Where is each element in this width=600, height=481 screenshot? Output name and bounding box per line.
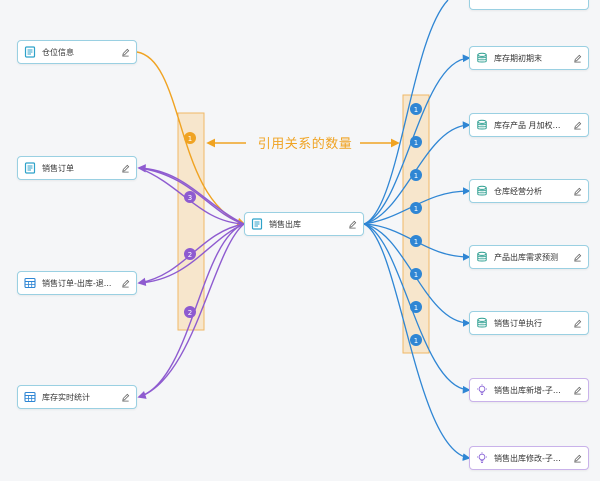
bulb-icon (475, 452, 488, 465)
node-left-0[interactable]: 仓位信息 (17, 40, 137, 64)
document-icon (250, 218, 263, 231)
count-badge-right-2: 1 (410, 169, 422, 181)
node-right-5[interactable]: 销售出库新增-子拆... (469, 378, 589, 402)
node-label: 销售出库新增-子拆... (494, 385, 568, 395)
database-icon (475, 52, 488, 65)
database-icon (475, 251, 488, 264)
node-label: 销售出库 (269, 219, 301, 229)
count-badge-right-top: 1 (410, 103, 422, 115)
svg-text:2: 2 (188, 309, 192, 317)
svg-text:1: 1 (414, 337, 418, 345)
edit-icon[interactable] (572, 53, 582, 63)
svg-text:1: 1 (414, 205, 418, 213)
node-label: 库存产品 月加权成... (494, 120, 568, 130)
database-icon (475, 185, 488, 198)
node-label: 库存实时统计 (42, 392, 90, 402)
node-label: 仓位信息 (42, 47, 74, 57)
edit-icon[interactable] (120, 47, 130, 57)
svg-text:1: 1 (414, 139, 418, 147)
edit-icon[interactable] (572, 385, 582, 395)
database-icon (475, 317, 488, 330)
count-badge-left-4: 2 (184, 306, 196, 318)
node-right-1[interactable]: 库存产品 月加权成... (469, 113, 589, 137)
count-badge-right-5: 1 (410, 268, 422, 280)
edit-icon[interactable] (572, 186, 582, 196)
node-label: 销售订单执行 (494, 318, 542, 328)
node-label: 销售订单 (42, 163, 74, 173)
table-icon (23, 391, 36, 404)
count-badge-left-1: 1 (184, 132, 196, 144)
document-icon (23, 46, 36, 59)
svg-text:1: 1 (414, 271, 418, 279)
svg-text:1: 1 (414, 304, 418, 312)
edit-icon[interactable] (347, 219, 357, 229)
edge-left-2b (138, 167, 245, 225)
svg-text:1: 1 (188, 135, 192, 143)
node-label: 产品出库需求预测 (494, 252, 558, 262)
count-badge-right-3: 1 (410, 202, 422, 214)
count-badge-right-1: 1 (410, 136, 422, 148)
node-label: 销售出库修改-子拆... (494, 453, 568, 463)
edge-left-3b (138, 223, 245, 284)
node-right-6[interactable]: 销售出库修改-子拆... (469, 446, 589, 470)
annotation-reference-count: 引用关系的数量 (257, 137, 353, 152)
count-badge-right-4: 1 (410, 235, 422, 247)
edge-left-2a (137, 164, 245, 225)
node-right-4[interactable]: 销售订单执行 (469, 311, 589, 335)
edit-icon[interactable] (572, 252, 582, 262)
edit-icon[interactable] (572, 120, 582, 130)
count-badge-right-6: 1 (410, 301, 422, 313)
node-right-2[interactable]: 仓库经营分析 (469, 179, 589, 203)
node-left-1[interactable]: 销售订单 (17, 156, 137, 180)
count-badge-left-3: 2 (184, 248, 196, 260)
edge-right-7 (363, 223, 471, 461)
edit-icon[interactable] (120, 163, 130, 173)
right-count-band (402, 94, 430, 354)
node-partial-top[interactable] (469, 0, 589, 10)
count-badge-left-2: 3 (184, 191, 196, 203)
node-label: 销售订单-出库-退... (42, 278, 112, 288)
table-icon (23, 277, 36, 290)
count-badge-right-7: 1 (410, 334, 422, 346)
node-right-3[interactable]: 产品出库需求预测 (469, 245, 589, 269)
edge-left-4b (138, 223, 245, 398)
left-count-band (177, 112, 205, 331)
edge-right-1 (363, 54, 471, 225)
edit-icon[interactable] (572, 318, 582, 328)
svg-text:1: 1 (414, 172, 418, 180)
svg-text:3: 3 (188, 194, 192, 202)
document-icon (23, 162, 36, 175)
edit-icon[interactable] (572, 453, 582, 463)
node-label: 仓库经营分析 (494, 186, 542, 196)
svg-text:1: 1 (414, 106, 418, 114)
bulb-icon (475, 384, 488, 397)
node-center[interactable]: 销售出库 (244, 212, 364, 236)
node-right-0[interactable]: 库存期初期末 (469, 46, 589, 70)
node-left-2[interactable]: 销售订单-出库-退... (17, 271, 137, 295)
svg-text:1: 1 (414, 238, 418, 246)
edit-icon[interactable] (120, 392, 130, 402)
edit-icon[interactable] (120, 278, 130, 288)
database-icon (475, 119, 488, 132)
node-label: 库存期初期末 (494, 53, 542, 63)
edge-right-top (363, 0, 449, 225)
node-left-3[interactable]: 库存实时统计 (17, 385, 137, 409)
svg-text:2: 2 (188, 251, 192, 259)
